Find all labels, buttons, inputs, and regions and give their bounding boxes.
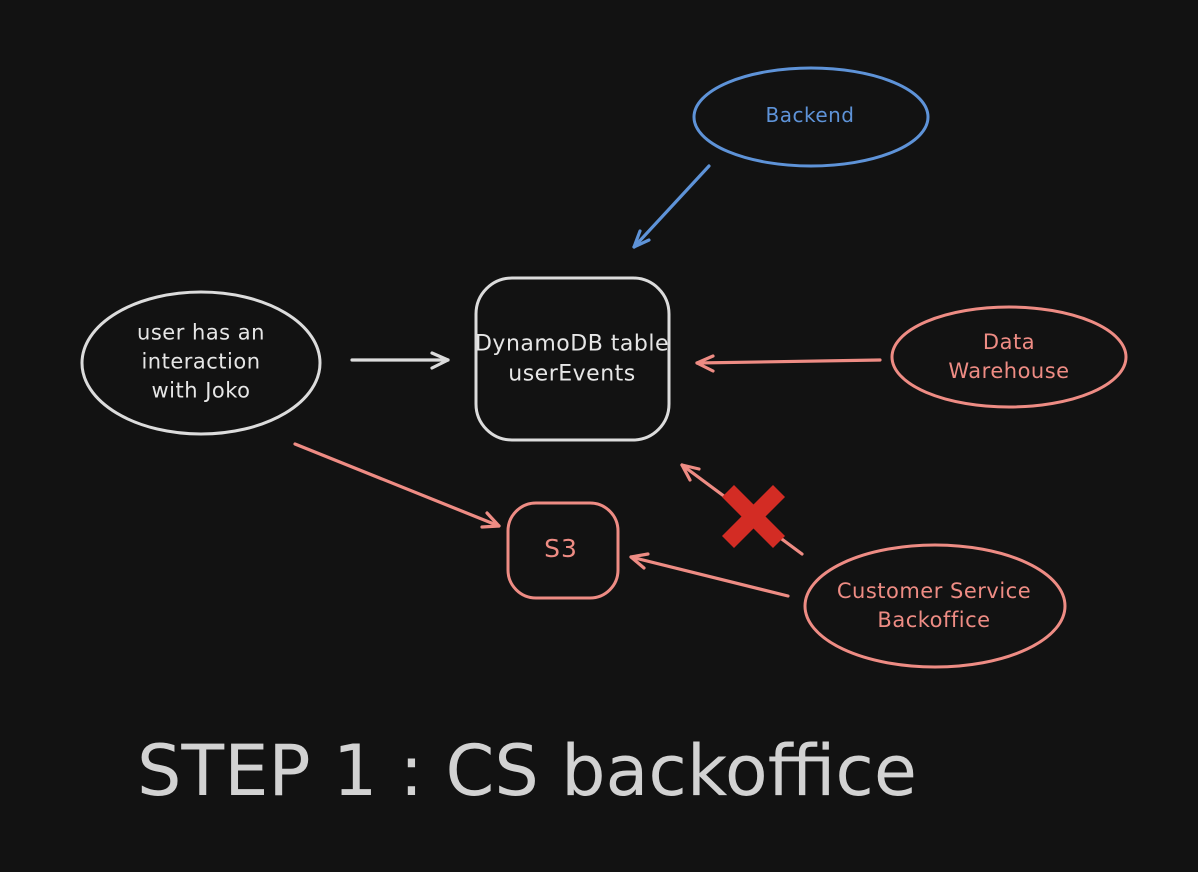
dynamodb-label: DynamoDB table userEvents: [474, 331, 670, 387]
user-to-dynamodb-arrow: [350, 351, 450, 370]
s3-node-rect: [506, 501, 620, 600]
arrowhead: [629, 552, 650, 570]
blocked-x-icon: [721, 484, 786, 549]
dynamodb-node-rect: [474, 276, 671, 442]
s3-label: S3: [544, 533, 578, 563]
warehouse-to-dynamodb-arrow: [695, 354, 882, 373]
arrowhead: [680, 463, 701, 482]
arrowhead: [632, 229, 651, 249]
backend-node-ellipse: [692, 66, 930, 168]
warehouse-node-ellipse: [890, 305, 1128, 409]
cs-backoffice-label: Customer Service Backoffice: [836, 579, 1032, 632]
cs-backoffice-to-s3-arrow: [629, 552, 790, 598]
backend-label: Backend: [765, 103, 855, 128]
arrowhead: [480, 511, 501, 529]
backend-to-dynamodb-arrow: [632, 164, 711, 249]
arrowhead: [430, 351, 450, 370]
cs-backoffice-node-ellipse: [803, 543, 1067, 669]
warehouse-label: Data Warehouse: [948, 330, 1070, 383]
user-label: user has an interaction with Joko: [137, 320, 265, 403]
arrowhead: [695, 354, 715, 373]
user-node-ellipse: [80, 290, 322, 436]
diagram-title: STEP 1 : CS backoffice: [137, 730, 917, 812]
user-to-s3-arrow: [293, 442, 501, 529]
